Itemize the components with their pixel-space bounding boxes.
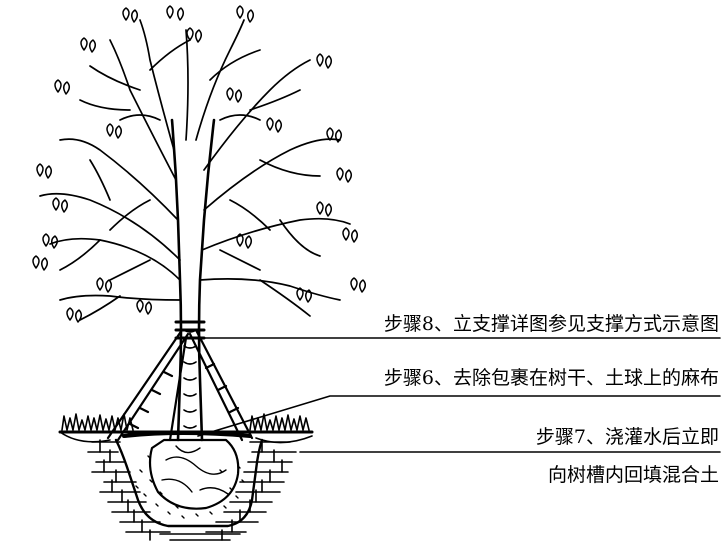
- step7-label-line1: 步骤7、浇灌水后立即: [535, 426, 719, 448]
- leader-lines: [195, 337, 721, 453]
- step7-label-line2: 向树槽内回填混合土: [547, 464, 719, 486]
- root-ball: [148, 438, 240, 510]
- step6-label: 步骤6、去除包裹在树干、土球上的麻布: [383, 367, 719, 389]
- grass-left: [59, 413, 134, 443]
- tree-leaves: [32, 5, 366, 323]
- planting-pit: [114, 438, 264, 528]
- tree-branches: [39, 19, 351, 321]
- backfill-soil: [135, 455, 245, 519]
- step8-label: 步骤8、立支撑详图参见支撑方式示意图: [383, 313, 719, 335]
- grass-right: [249, 413, 313, 444]
- burlap-wrap: [122, 431, 252, 438]
- leader-line-step6: [197, 395, 721, 437]
